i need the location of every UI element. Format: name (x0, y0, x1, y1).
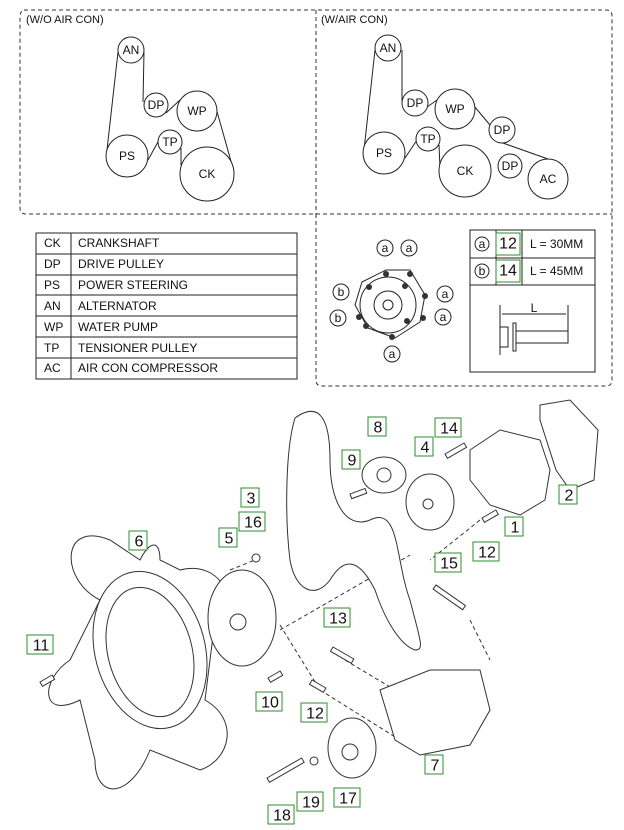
pulley-label: PS (119, 149, 135, 163)
bolt-marker: a (389, 347, 396, 361)
callout-number: 2 (565, 488, 574, 505)
bolt-marker: a (406, 241, 413, 255)
callout-box (558, 484, 578, 505)
callout-number: 9 (348, 453, 357, 470)
pulley-label: DP (502, 159, 519, 173)
legend-table: CK CRANKSHAFT DP DRIVE PULLEY PS POWER STEE… (35, 232, 298, 380)
routing-without-ac: (W/O AIR CON) AN DP WP TP PS CK (26, 14, 235, 202)
callout-number: 12 (478, 545, 496, 562)
legend-name: ALTERNATOR (78, 299, 157, 313)
legend-code: CK (44, 236, 61, 250)
tensioner-bracket-icon (379, 669, 491, 756)
callout-box (414, 436, 434, 457)
bolt-mark: a (479, 237, 486, 251)
routing-title: (W/O AIR CON) (26, 14, 104, 26)
legend-code: DP (44, 257, 61, 271)
callout-number: 13 (329, 611, 347, 628)
bolt-icons (39, 442, 500, 784)
callout-number: 14 (440, 421, 458, 438)
callout-number: 16 (244, 515, 262, 532)
diagram-frame (19, 9, 613, 387)
legend-name: WATER PUMP (78, 320, 158, 334)
callout-box (333, 787, 361, 808)
routing-with-ac: (W/AIR CON) AN DP WP DP TP PS CK DP AC (321, 14, 569, 200)
legend-code: TP (44, 341, 59, 355)
legend-name: TENSIONER PULLEY (78, 341, 197, 355)
legend-name: AIR CON COMPRESSOR (78, 361, 218, 375)
pulley-label: DP (494, 123, 511, 137)
legend-code: WP (44, 320, 63, 334)
callout-number: 19 (302, 795, 320, 812)
callout-box (434, 552, 462, 573)
bolt-part-number: 12 (499, 236, 517, 253)
pulley-label: AN (380, 41, 397, 55)
bolt-marker: b (338, 285, 345, 299)
pulley-label: WP (445, 102, 464, 116)
callout-number: 15 (440, 556, 458, 573)
pulley-label: AC (540, 172, 557, 186)
bolt-marker: a (442, 287, 449, 301)
bolt-icon (499, 305, 569, 355)
bolt-length: L = 45MM (530, 264, 583, 278)
legend-code: AC (44, 361, 61, 375)
gasket-icon (539, 399, 599, 491)
pulley-label: WP (187, 104, 206, 118)
pulley-label: CK (199, 167, 216, 181)
callout-box (218, 527, 238, 548)
bolt-marker: a (440, 310, 447, 324)
callout-number: 7 (431, 758, 440, 775)
callout-box (367, 416, 387, 437)
callout-box (128, 530, 148, 551)
water-pump-icon (469, 429, 551, 516)
callout-box (26, 634, 54, 655)
callout-number: 10 (261, 695, 279, 712)
callout-box (255, 691, 283, 712)
legend-name: DRIVE PULLEY (78, 257, 164, 271)
legend-name: POWER STEERING (78, 278, 188, 292)
callout-number: 5 (225, 531, 234, 548)
callout-box (300, 702, 328, 723)
callout-box (323, 607, 351, 628)
bolt-length-table: a 12 L = 30MM b 14 L = 45MM L (469, 229, 596, 373)
pulley-label: AN (123, 43, 140, 57)
callout-box (424, 754, 444, 775)
routing-title: (W/AIR CON) (321, 14, 388, 26)
pulley-label: DP (407, 96, 424, 110)
bolt-pattern-hub: a a b a b a a (329, 239, 454, 363)
drive-belt-icon (286, 411, 421, 651)
pulley-label: TP (162, 135, 177, 149)
callout-number: 8 (374, 420, 383, 437)
callouts: 8 14 9 4 3 2 16 5 6 1 12 15 13 11 10 12 7 17 19 18 (26, 416, 578, 825)
callout-number: 3 (247, 491, 256, 508)
callout-number: 1 (511, 520, 520, 537)
bolt-length: L = 30MM (530, 237, 583, 251)
callout-number: 4 (421, 440, 430, 457)
callout-number: 6 (135, 534, 144, 551)
callout-number: 17 (339, 791, 357, 808)
pulley-label: DP (148, 98, 165, 112)
bolt-part-number: 14 (499, 263, 517, 280)
legend-code: AN (44, 299, 61, 313)
legend-name: CRANKSHAFT (78, 236, 160, 250)
callout-box (238, 511, 266, 532)
callout-box (341, 449, 361, 470)
bolt-marker: a (382, 241, 389, 255)
pulley-label: PS (376, 146, 392, 160)
callout-box (434, 417, 462, 438)
callout-number: 18 (273, 808, 291, 825)
dimension-label: L (531, 301, 538, 315)
callout-box (472, 541, 500, 562)
callout-box (267, 804, 295, 825)
callout-box (296, 791, 324, 812)
pulley-label: CK (457, 164, 474, 178)
callout-number: 11 (33, 638, 50, 655)
callout-box (240, 487, 260, 508)
bolt-marker: b (335, 311, 342, 325)
pulley-label: TP (420, 132, 435, 146)
callout-box (504, 516, 524, 537)
bolt-mark: b (479, 264, 486, 278)
callout-number: 12 (306, 706, 324, 723)
exploded-view (39, 399, 599, 790)
legend-code: PS (44, 278, 60, 292)
